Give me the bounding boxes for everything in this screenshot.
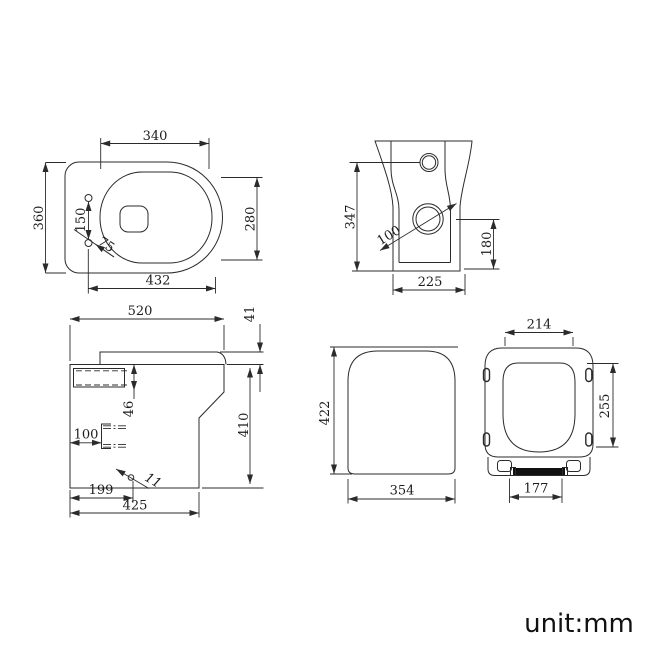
seat-view-hinge-bar	[513, 468, 565, 475]
front-view: 422 354	[318, 346, 458, 504]
seat-bumper-top-right	[585, 367, 593, 383]
side-view-trap-point	[127, 474, 135, 481]
side-view-fixing-bracket	[101, 423, 111, 449]
seat-bumper-top-left	[482, 367, 491, 383]
dim-seat-hinge-width: 177	[524, 482, 549, 497]
seat-view-hinge-notch-right	[566, 460, 581, 472]
seat-view-lid-outline	[484, 347, 594, 458]
dim-seat-lid-top-width: 214	[527, 318, 552, 333]
dim-seat-lid-depth: 255	[598, 394, 613, 419]
top-view-trapway-hole	[119, 205, 149, 233]
trap-leader-line	[115, 468, 150, 489]
dim-top-fixing-hole-spacing: 150	[74, 208, 89, 233]
top-view-bowl-rim	[99, 171, 213, 264]
seat-view-hinge-cap-right	[562, 467, 568, 476]
dim-rear-inlet-height: 347	[344, 205, 359, 230]
dim-side-rim-to-fixing: 46	[122, 401, 137, 418]
rear-view: 347 100 180 225	[344, 140, 500, 295]
dim-rear-outlet-height: 180	[480, 232, 495, 257]
front-view-dimensions: 422 354	[318, 346, 458, 504]
dim-top-overall-depth: 360	[32, 206, 47, 231]
seat-view-hinge-notch-left	[497, 460, 512, 472]
rear-view-outlet-hole-inner	[415, 206, 441, 232]
top-view: 340 360 150 75 280 432	[32, 129, 263, 294]
side-view-dimensions: 520 41 46 100 410 11 199 425	[69, 304, 264, 518]
rear-view-inlet-hole-inner	[421, 155, 437, 170]
top-view-pan-outline	[64, 161, 223, 274]
seat-view-opening	[502, 362, 576, 453]
dimension-line	[379, 203, 457, 251]
unit-label: unit:mm	[524, 609, 634, 639]
seat-view-hinge-base	[487, 457, 591, 476]
dim-side-seat-thickness: 41	[243, 306, 258, 323]
leader-arrow	[95, 243, 115, 258]
top-view-fixing-hole-front	[84, 239, 93, 247]
front-view-outline	[347, 350, 456, 475]
dim-side-outlet-setout: 199	[89, 483, 114, 498]
dim-front-overall-height: 422	[318, 401, 333, 426]
seat-bumper-bottom-right	[585, 432, 593, 447]
rear-view-outline	[374, 140, 473, 272]
side-view-fixing-box	[73, 368, 125, 388]
seat-view-hinge-cap-left	[510, 467, 516, 476]
dim-top-fixing-hole-offset: 75	[95, 234, 117, 256]
rear-view-outlet-hole-outer	[412, 203, 444, 235]
rear-view-inlet-hole-outer	[419, 153, 439, 172]
seat-view-dimensions: 214 255 177	[504, 318, 619, 503]
dim-side-base-length: 425	[123, 499, 148, 514]
dim-top-overall-length: 432	[146, 274, 171, 289]
dim-top-inner-length: 340	[143, 129, 168, 144]
rear-view-inner-profile-right	[444, 141, 451, 263]
side-view: 520 41 46 100 410 11 199 425	[69, 304, 264, 518]
side-view-body-outline	[69, 364, 225, 489]
dim-side-overall-length: 520	[128, 304, 153, 319]
seat-view: 214 255 177	[482, 318, 619, 503]
dim-side-fixing-inset: 100	[74, 428, 99, 443]
top-view-dimensions: 340 360 150 75 280 432	[32, 129, 263, 294]
top-view-fixing-hole-rear	[84, 194, 93, 202]
seat-bumper-bottom-left	[482, 432, 491, 447]
dim-side-bowl-height: 410	[237, 413, 252, 438]
dim-rear-base-width: 225	[418, 275, 443, 290]
dim-top-inner-width: 280	[244, 207, 259, 232]
side-view-seat-lid	[99, 351, 227, 365]
dim-front-overall-width: 354	[390, 484, 415, 499]
dim-side-trap-note: 11	[142, 470, 164, 491]
